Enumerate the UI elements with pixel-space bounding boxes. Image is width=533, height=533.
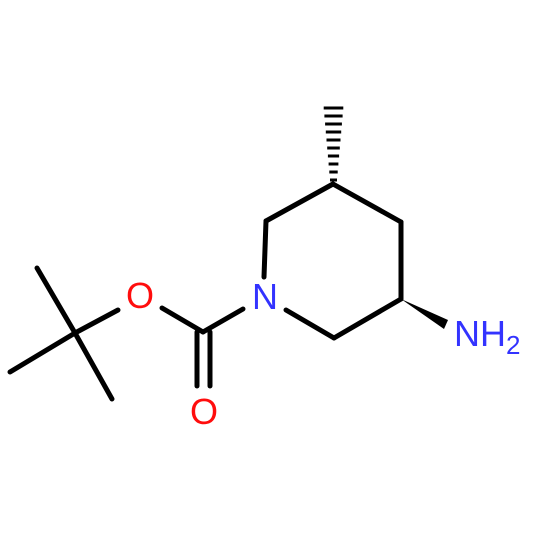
ring-nitrogen-label: N [252, 276, 278, 317]
bonds [7, 181, 404, 402]
bond-ring-n-c2 [261, 218, 269, 280]
amine-subscript: 2 [506, 330, 520, 360]
wedge-bond-amine [401, 299, 448, 329]
bond-ring-c5-c6 [331, 296, 404, 341]
hash-bond-methyl [323, 106, 344, 182]
carbonyl-oxygen-label: O [190, 391, 218, 432]
bond-ring-c6-n [283, 307, 337, 341]
bond-tbu-ester-o [72, 307, 121, 336]
bond-tbu-left [7, 330, 78, 375]
bond-carbonyl-ring-n [200, 306, 246, 335]
amine-nh-text: NH [454, 313, 506, 354]
bond-tbu-top [34, 265, 78, 336]
amine-label: NH2 [454, 313, 520, 360]
bond-ring-c3-c4 [330, 181, 404, 225]
bond-tbu-bottom [72, 330, 115, 402]
bond-ester-o-carbonyl [159, 305, 206, 335]
ester-oxygen-label: O [126, 275, 154, 316]
bond-ring-c2-c3 [263, 181, 336, 224]
